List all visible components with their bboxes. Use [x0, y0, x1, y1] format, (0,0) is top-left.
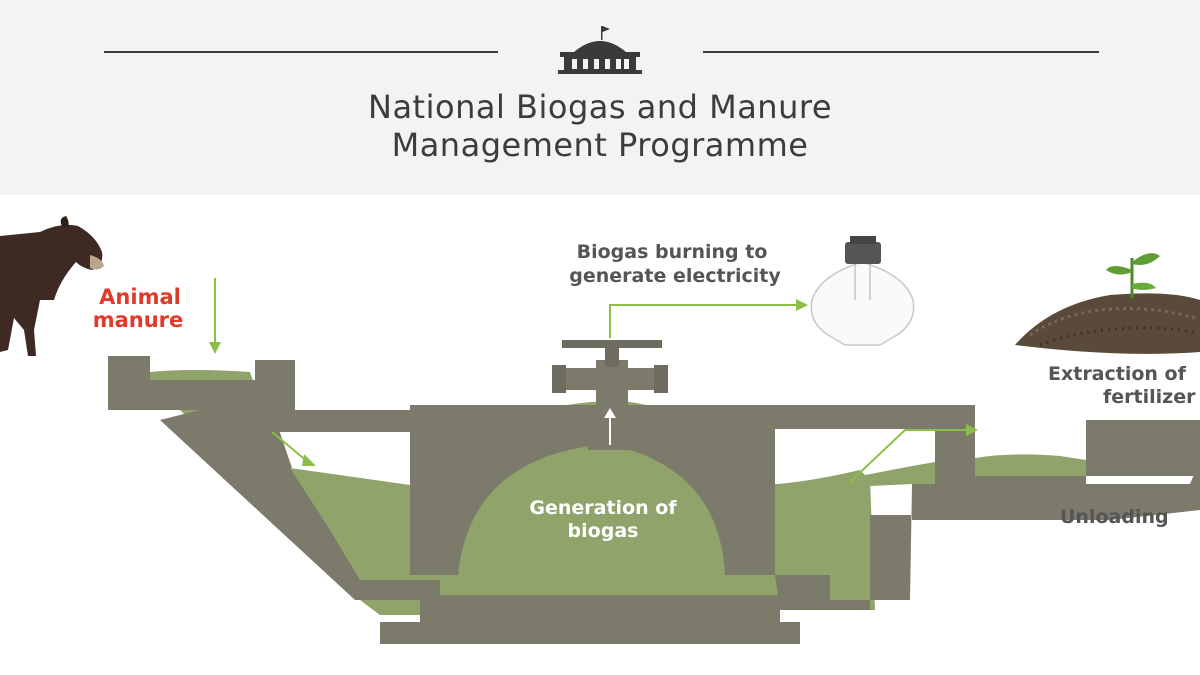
- header-rule-left: [104, 51, 498, 53]
- cow-illustration: [0, 216, 104, 356]
- label-generation-2: biogas: [568, 520, 639, 542]
- page-title: National Biogas and Manure Management Pr…: [0, 88, 1200, 164]
- government-building-icon: [558, 26, 642, 74]
- label-biogas-burning-1: Biogas burning to: [577, 241, 768, 263]
- label-extraction-1: Extraction of: [1048, 363, 1187, 385]
- inlet-flow-arrow: [271, 431, 309, 463]
- header-banner: National Biogas and Manure Management Pr…: [0, 0, 1200, 195]
- gas-to-bulb-arrowhead: [796, 299, 808, 311]
- inlet-flow-arrowhead: [302, 454, 316, 466]
- header-rule-right: [703, 51, 1099, 53]
- gas-valve: [552, 340, 668, 450]
- outlet-flow-arrowhead: [966, 424, 978, 436]
- light-bulb-icon: [810, 236, 915, 346]
- title-line-1: National Biogas and Manure: [368, 88, 832, 126]
- fertilizer-pile-illustration: [1015, 253, 1200, 354]
- label-animal-manure-2: manure: [93, 308, 184, 332]
- label-unloading: Unloading: [1060, 506, 1169, 528]
- digester-structure: [108, 356, 1200, 644]
- label-generation-1: Generation of: [529, 497, 677, 519]
- manure-inlet-arrowhead: [209, 342, 221, 354]
- title-line-2: Management Programme: [391, 126, 809, 164]
- gas-rise-arrowhead: [604, 408, 616, 418]
- label-animal-manure-1: Animal: [99, 285, 181, 309]
- outlet-flow-line: [849, 429, 968, 483]
- label-extraction-2: fertilizer: [1103, 386, 1196, 408]
- biogas-plant-diagram: Animal manure Biogas burning to generate…: [0, 216, 1200, 644]
- gas-to-bulb-line: [609, 304, 800, 338]
- label-biogas-burning-2: generate electricity: [569, 265, 781, 287]
